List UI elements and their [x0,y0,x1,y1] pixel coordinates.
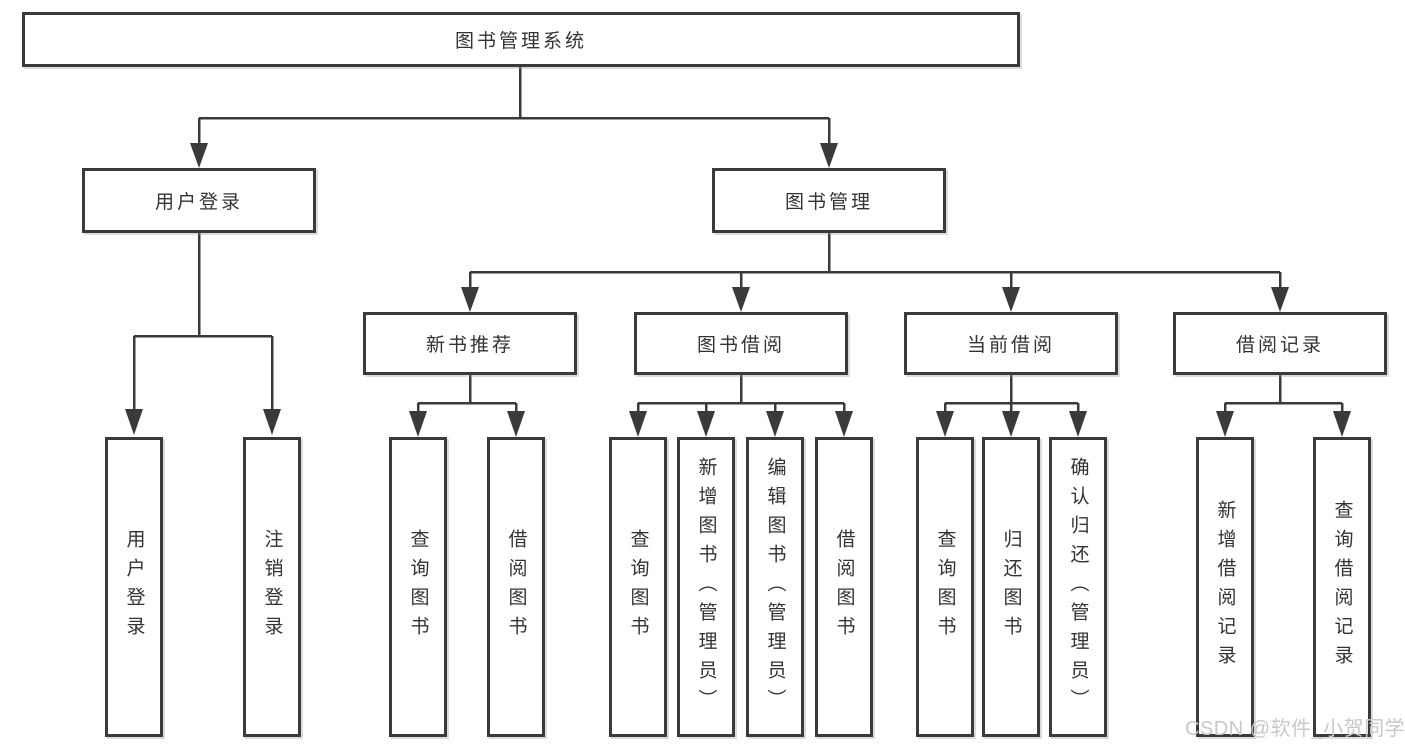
arrowhead [820,143,838,168]
leaf-records-query-record: 查询借阅记录 [1313,437,1371,737]
arrowhead [1069,411,1087,437]
leaf-newbook-borrow-books: 借阅图书 [487,437,545,737]
leaf-current-return-books: 归还图书 [982,437,1040,737]
leaf-borrow-add-books-label: 新增图书（管理员） [695,456,717,718]
arrowhead [263,409,281,435]
watermark: CSDN @软件_小贺同学 [1185,718,1405,740]
leaf-borrow-borrow-books: 借阅图书 [815,437,873,737]
node-user-login: 用户登录 [82,168,316,233]
node-root-label: 图书管理系统 [454,31,587,52]
arrowhead [732,287,750,312]
arrowhead [697,411,715,437]
leaf-newbook-borrow-books-label: 借阅图书 [505,529,527,645]
leaf-records-add-record: 新增借阅记录 [1196,437,1254,737]
leaf-current-query-books-label: 查询图书 [934,529,956,645]
leaf-user-login: 用户登录 [105,437,163,737]
arrowhead [1002,411,1020,437]
arrowhead [507,411,525,437]
leaf-current-confirm-return: 确认归还（管理员） [1049,437,1107,737]
node-borrow-records: 借阅记录 [1173,312,1387,375]
arrowhead [766,411,784,437]
leaf-current-query-books: 查询图书 [916,437,974,737]
arrowhead [1333,411,1351,437]
leaf-borrow-edit-books-label: 编辑图书（管理员） [764,456,786,718]
arrowhead [1216,411,1234,437]
leaf-newbook-query-books: 查询图书 [389,437,447,737]
node-root: 图书管理系统 [22,12,1020,67]
leaf-borrow-borrow-books-label: 借阅图书 [833,529,855,645]
node-book-management-label: 图书管理 [784,192,873,213]
leaf-newbook-query-books-label: 查询图书 [407,529,429,645]
arrowhead [629,411,647,437]
arrowhead [409,411,427,437]
leaf-borrow-query-books: 查询图书 [609,437,667,737]
leaf-borrow-add-books: 新增图书（管理员） [677,437,735,737]
arrowhead [1002,287,1020,312]
arrowhead [936,411,954,437]
leaf-logout-label: 注销登录 [261,529,283,645]
node-book-management: 图书管理 [712,168,946,233]
node-book-borrow-label: 图书借阅 [696,335,785,356]
node-borrow-records-label: 借阅记录 [1235,335,1324,356]
arrowhead [125,409,143,435]
arrowhead [835,411,853,437]
node-current-borrow: 当前借阅 [904,312,1118,375]
leaf-borrow-edit-books: 编辑图书（管理员） [746,437,804,737]
leaf-records-add-record-label: 新增借阅记录 [1214,500,1236,674]
leaf-current-return-books-label: 归还图书 [1000,529,1022,645]
leaf-user-login-label: 用户登录 [123,529,145,645]
node-user-login-label: 用户登录 [154,192,243,213]
leaf-borrow-query-books-label: 查询图书 [627,529,649,645]
node-new-book-recommend-label: 新书推荐 [425,335,514,356]
leaf-current-confirm-return-label: 确认归还（管理员） [1067,456,1089,718]
leaf-logout: 注销登录 [243,437,301,737]
leaf-records-query-record-label: 查询借阅记录 [1331,500,1353,674]
node-current-borrow-label: 当前借阅 [966,335,1055,356]
arrowhead [461,287,479,312]
arrowhead [190,143,208,168]
arrowhead [1271,287,1289,312]
node-new-book-recommend: 新书推荐 [363,312,577,375]
node-book-borrow: 图书借阅 [634,312,848,375]
